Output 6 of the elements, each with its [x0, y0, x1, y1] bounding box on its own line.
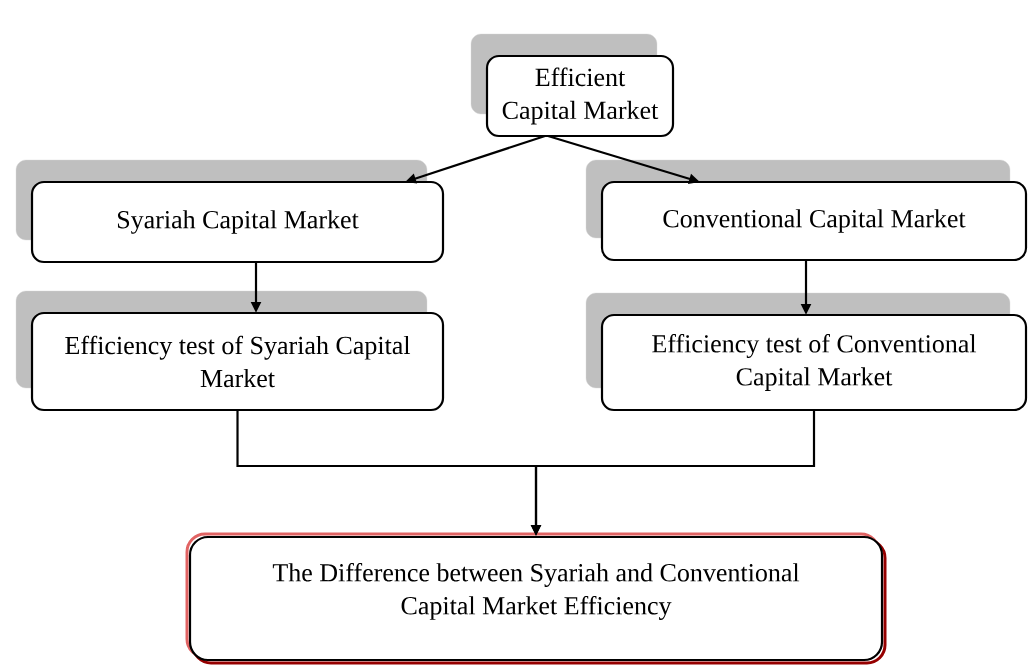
process-box: Conventional Capital Market: [585, 159, 1028, 262]
process-box: The Difference between Syariah and Conventional Capital Market Efficiency: [185, 532, 887, 665]
process-box: Efficient Capital Market: [470, 33, 675, 138]
process-box: Syariah Capital Market: [15, 159, 445, 264]
process-box: Efficiency test of Syariah Capital Market: [15, 290, 445, 412]
process-box: Efficiency test of Conventional Capital Market: [585, 292, 1028, 412]
